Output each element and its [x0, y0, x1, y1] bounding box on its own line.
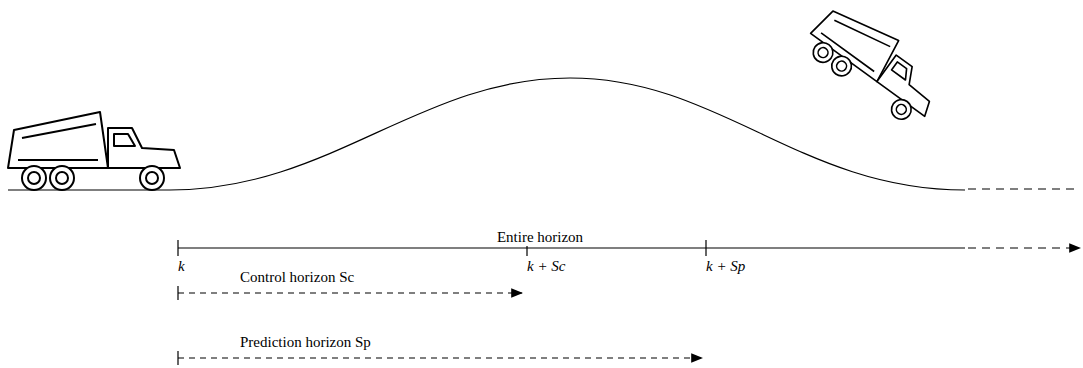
hill-continuation — [968, 188, 1080, 189]
horizon-label: Prediction horizon Sp — [240, 334, 371, 351]
dump-truck — [8, 112, 180, 190]
axis-tick — [178, 240, 706, 256]
tick-label: k + Sc — [527, 258, 565, 275]
tick-label: k — [178, 258, 185, 275]
dump-truck — [800, 0, 952, 131]
tick-label: k + Sp — [706, 258, 745, 275]
horizon-axis-continuation — [968, 247, 1080, 248]
prediction-horizon-arrow — [178, 357, 702, 358]
horizon-label: Control horizon Sc — [240, 269, 354, 286]
hill-curve — [8, 78, 965, 190]
control-horizon-arrow — [178, 292, 522, 293]
axis-label: Entire horizon — [494, 229, 586, 246]
horizon-axis — [178, 247, 965, 248]
